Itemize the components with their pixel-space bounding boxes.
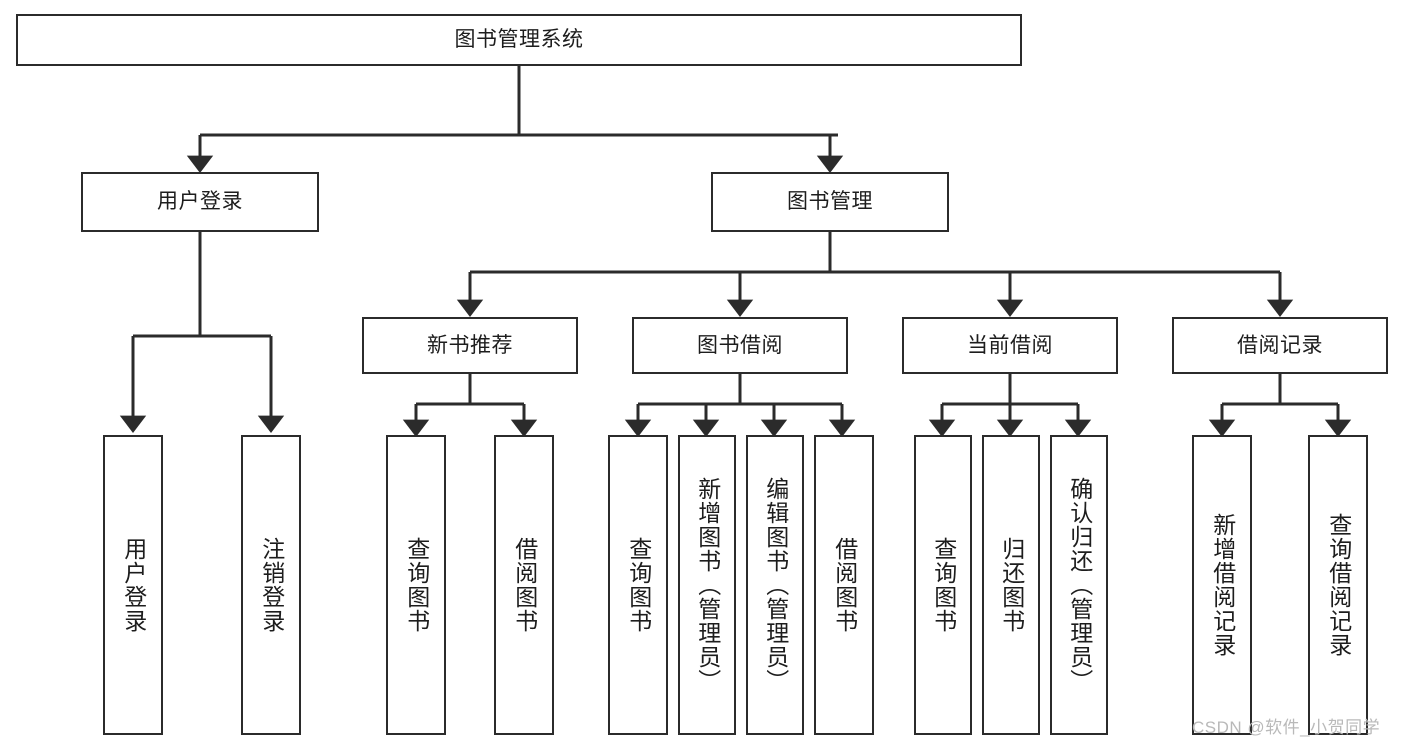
node-leaf-borrow-book-1[interactable]: 借阅图书 (494, 435, 554, 735)
node-borrow-record-label: 借阅记录 (1237, 333, 1323, 357)
node-root-label: 图书管理系统 (454, 28, 584, 52)
node-root[interactable]: 图书管理系统 (16, 14, 1022, 66)
node-leaf-logout-login-label: 注销登录 (258, 537, 285, 633)
node-borrow-record[interactable]: 借阅记录 (1172, 317, 1388, 374)
node-leaf-borrow-book-2-label: 借阅图书 (831, 537, 858, 633)
node-leaf-query-book-2[interactable]: 查询图书 (608, 435, 668, 735)
node-leaf-edit-book[interactable]: 编辑图书（管理员） (746, 435, 804, 735)
node-current-borrow-label: 当前借阅 (967, 333, 1053, 357)
node-leaf-confirm-return-label: 确认归还（管理员） (1066, 477, 1093, 693)
node-leaf-user-login-label: 用户登录 (120, 537, 147, 633)
node-new-book-recommend[interactable]: 新书推荐 (362, 317, 578, 374)
node-leaf-query-record-label: 查询借阅记录 (1325, 513, 1352, 657)
node-book-borrow[interactable]: 图书借阅 (632, 317, 848, 374)
node-leaf-borrow-book-2[interactable]: 借阅图书 (814, 435, 874, 735)
node-leaf-return-book[interactable]: 归还图书 (982, 435, 1040, 735)
node-user-login[interactable]: 用户登录 (81, 172, 319, 232)
node-leaf-query-record[interactable]: 查询借阅记录 (1308, 435, 1368, 735)
node-leaf-add-book-label: 新增图书（管理员） (694, 477, 721, 693)
node-current-borrow[interactable]: 当前借阅 (902, 317, 1118, 374)
node-book-borrow-label: 图书借阅 (697, 333, 783, 357)
node-leaf-query-book-3[interactable]: 查询图书 (914, 435, 972, 735)
node-user-login-label: 用户登录 (157, 190, 243, 214)
node-leaf-query-book-3-label: 查询图书 (930, 537, 957, 633)
node-leaf-return-book-label: 归还图书 (998, 537, 1025, 633)
node-leaf-confirm-return[interactable]: 确认归还（管理员） (1050, 435, 1108, 735)
node-leaf-add-record-label: 新增借阅记录 (1209, 513, 1236, 657)
node-leaf-logout-login[interactable]: 注销登录 (241, 435, 301, 735)
node-leaf-query-book-1-label: 查询图书 (403, 537, 430, 633)
node-leaf-user-login[interactable]: 用户登录 (103, 435, 163, 735)
node-leaf-edit-book-label: 编辑图书（管理员） (762, 477, 789, 693)
node-leaf-borrow-book-1-label: 借阅图书 (511, 537, 538, 633)
node-book-manage-label: 图书管理 (787, 190, 873, 214)
node-leaf-add-record[interactable]: 新增借阅记录 (1192, 435, 1252, 735)
node-leaf-add-book[interactable]: 新增图书（管理员） (678, 435, 736, 735)
node-leaf-query-book-2-label: 查询图书 (625, 537, 652, 633)
node-leaf-query-book-1[interactable]: 查询图书 (386, 435, 446, 735)
node-new-book-recommend-label: 新书推荐 (427, 333, 513, 357)
node-book-manage[interactable]: 图书管理 (711, 172, 949, 232)
